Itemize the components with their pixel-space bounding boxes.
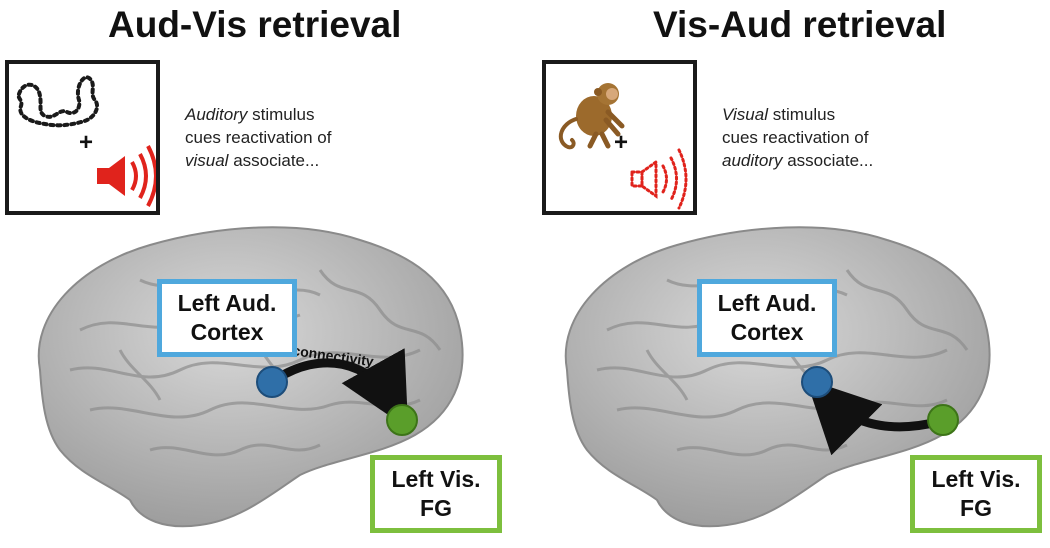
panel-title: Aud-Vis retrieval bbox=[108, 4, 402, 45]
plus-sign: + bbox=[614, 129, 628, 156]
stimulus-illustration: + bbox=[16, 75, 156, 207]
speaker-icon bbox=[97, 145, 156, 207]
caption-text: stimulus bbox=[768, 105, 836, 124]
brain-surface bbox=[37, 226, 464, 528]
region-label-vis-fg: Left Vis. FG bbox=[370, 455, 502, 533]
caption-emphasis: Visual bbox=[722, 105, 768, 124]
region-label-line: Left Vis. bbox=[391, 466, 481, 492]
monkey-icon bbox=[558, 83, 625, 150]
vis-fg-node bbox=[927, 404, 959, 436]
caption-emphasis: Auditory bbox=[185, 105, 248, 124]
stimulus-illustration: + bbox=[558, 83, 688, 210]
region-label-vis-fg: Left Vis. FG bbox=[910, 455, 1042, 533]
aud-vis-panel: Aud-Vis retrieval + Auditory stimulus cu… bbox=[5, 4, 502, 533]
dotted-speaker-icon bbox=[630, 148, 688, 210]
stimulus-caption: Auditory stimulus cues reactivation of v… bbox=[185, 103, 331, 172]
caption-text: cues reactivation of bbox=[722, 128, 869, 147]
connectivity-arrow bbox=[805, 378, 939, 456]
region-label-line: FG bbox=[420, 495, 452, 521]
stimulus-frame: + bbox=[542, 60, 697, 215]
aud-cortex-node bbox=[256, 366, 288, 398]
caption-text: cues reactivation of bbox=[185, 128, 332, 147]
panel-title: Vis-Aud retrieval bbox=[653, 4, 947, 45]
region-label-line: Left Vis. bbox=[931, 466, 1021, 492]
stimulus-caption: Visual stimulus cues reactivation of aud… bbox=[722, 103, 873, 172]
region-label-line: Cortex bbox=[730, 319, 804, 345]
plus-sign: + bbox=[79, 129, 93, 156]
vis-aud-panel: Vis-Aud retrieval + Visual stimulus cu bbox=[525, 0, 1050, 548]
caption-emphasis: auditory bbox=[722, 151, 783, 170]
caption-text: associate... bbox=[782, 151, 874, 170]
connectivity-arrow bbox=[272, 348, 409, 429]
aud-cortex-node bbox=[801, 366, 833, 398]
dotted-shape-icon bbox=[16, 75, 100, 128]
region-label-line: Left Aud. bbox=[177, 290, 277, 316]
caption-text: stimulus bbox=[247, 105, 315, 124]
brain-illustration: connectivity bbox=[37, 226, 464, 528]
region-label-line: Left Aud. bbox=[717, 290, 817, 316]
vis-fg-node bbox=[386, 404, 418, 436]
caption-text: associate... bbox=[228, 151, 320, 170]
stimulus-frame: + bbox=[5, 60, 160, 215]
caption-emphasis: visual bbox=[185, 151, 229, 170]
region-label-line: FG bbox=[960, 495, 992, 521]
region-label-line: Cortex bbox=[190, 319, 264, 345]
region-label-aud-cortex: Left Aud. Cortex bbox=[157, 279, 297, 357]
region-label-aud-cortex: Left Aud. Cortex bbox=[697, 279, 837, 357]
